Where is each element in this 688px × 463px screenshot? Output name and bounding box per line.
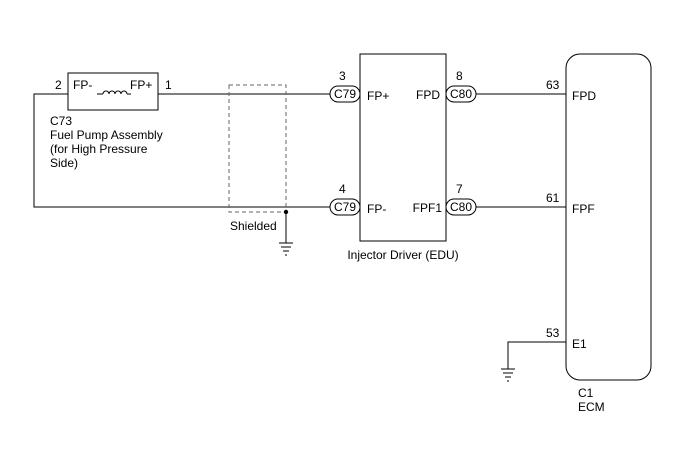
shield: Shielded: [228, 84, 293, 256]
connector-c79-top-label: C79: [334, 87, 356, 101]
connector-c79-bottom-label: C79: [334, 200, 356, 214]
ecm-pin-63: 63: [546, 78, 560, 92]
edu-pin-7: 7: [456, 182, 463, 196]
ecm-terminal-fpf: FPF: [572, 202, 595, 216]
pump-connector-id: C73: [50, 114, 72, 128]
fuel-pump-assembly: FP- FP+ 2 1 C73 Fuel Pump Assembly (for …: [50, 72, 172, 170]
edu-terminal-fp-minus: FP-: [367, 202, 386, 216]
edu-terminal-fpd: FPD: [416, 88, 440, 102]
edu-box: [359, 53, 447, 242]
wires: [33, 93, 566, 369]
pump-coil-icon: [97, 90, 131, 95]
ecm-terminal-fpd: FPD: [572, 89, 596, 103]
edu-pin-3: 3: [339, 69, 346, 83]
connector-c79-top: [329, 85, 361, 103]
ecm-pin-53: 53: [546, 326, 560, 340]
edu-pin-8: 8: [456, 69, 463, 83]
pump-name-line2: (for High Pressure: [50, 142, 148, 156]
edu-terminal-fp-plus: FP+: [367, 89, 389, 103]
pump-name-line3: Side): [50, 156, 78, 170]
wire-fp-minus: [33, 93, 330, 208]
ecm-terminal-e1: E1: [572, 337, 587, 351]
fuel-pump-box: [67, 72, 159, 111]
edu-terminal-fpf1: FPF1: [413, 201, 443, 215]
shield-ground-icon: [279, 242, 293, 256]
wire-e1: [507, 341, 566, 369]
connector-c80-top: [445, 85, 477, 103]
ecm: FPD FPF E1 63 61 53 C1 ECM: [501, 53, 652, 414]
shield-junction-dot: [283, 209, 289, 215]
injector-driver: FP+ FP- FPD FPF1 Injector Driver (EDU) C…: [329, 53, 477, 262]
ecm-pin-61: 61: [546, 191, 560, 205]
connector-c79-bottom: [329, 198, 361, 216]
pump-terminal-fp-plus: FP+: [130, 78, 152, 92]
edu-pin-4: 4: [339, 182, 346, 196]
ecm-label: ECM: [578, 400, 605, 414]
ecm-connector-id: C1: [578, 386, 594, 400]
pump-name-line1: Fuel Pump Assembly: [50, 128, 163, 142]
shield-label: Shielded: [230, 219, 277, 233]
pump-pin-2: 2: [55, 78, 62, 92]
shield-dashed-box: [228, 84, 287, 213]
pump-pin-1: 1: [165, 78, 172, 92]
connector-c80-bottom-label: C80: [450, 200, 472, 214]
edu-label: Injector Driver (EDU): [347, 248, 458, 262]
pump-terminal-fp-minus: FP-: [73, 78, 92, 92]
connector-c80-bottom: [445, 198, 477, 216]
ecm-box: [565, 53, 652, 381]
connector-c80-top-label: C80: [450, 87, 472, 101]
ecm-ground-icon: [501, 368, 515, 382]
